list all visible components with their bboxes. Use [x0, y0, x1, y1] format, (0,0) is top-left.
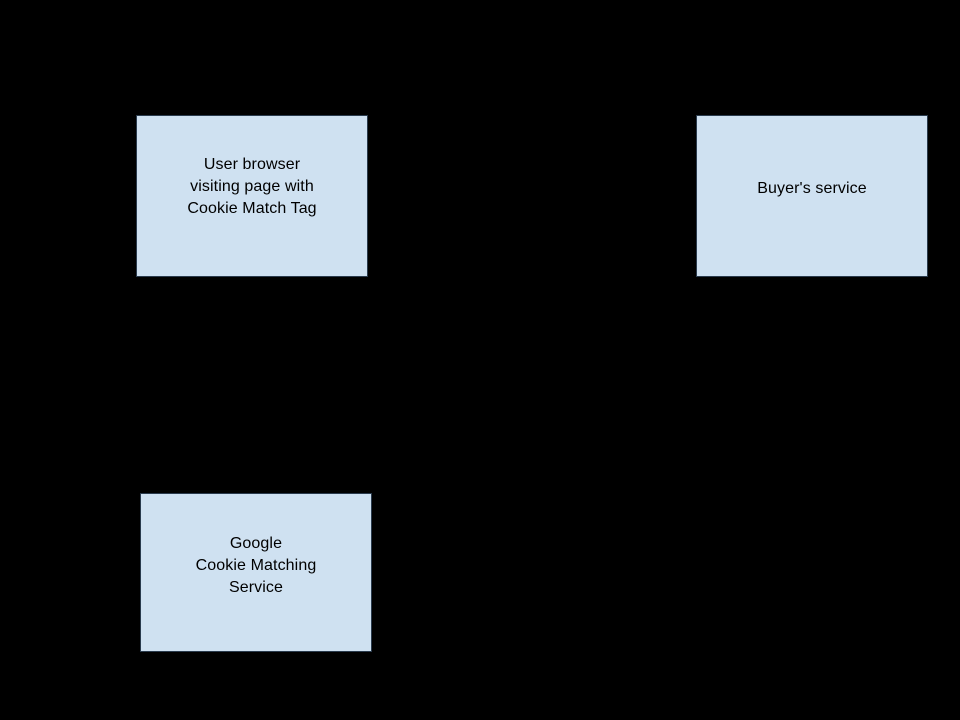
node-google-cookie-matching-service-label: Google Cookie Matching Service [195, 534, 317, 596]
node-buyers-service[interactable]: Buyer's service [696, 115, 928, 277]
node-buyers-service-label: Buyer's service [757, 180, 867, 197]
node-user-browser[interactable]: User browser visiting page with Cookie M… [136, 115, 368, 277]
node-google-cookie-matching-service[interactable]: Google Cookie Matching Service [140, 493, 372, 652]
node-user-browser-label: User browser visiting page with Cookie M… [187, 156, 317, 217]
